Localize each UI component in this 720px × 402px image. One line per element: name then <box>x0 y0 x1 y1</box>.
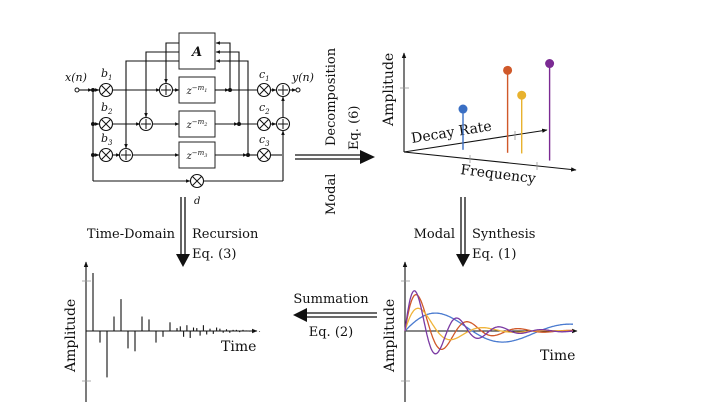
svg-text:z−m3: z−m3 <box>186 149 208 162</box>
arrow-modal-synthesis: Modal Synthesis Eq. (1) <box>414 197 535 267</box>
delay-line-3: z−m3 <box>178 141 216 169</box>
input-gain-b1 <box>98 82 114 98</box>
output-node <box>295 87 301 93</box>
modal-synthesis-plot: Amplitude Time <box>382 261 578 402</box>
synthesis-xlabel: Time <box>540 348 575 364</box>
frequency-axis <box>403 151 577 172</box>
adder-1 <box>158 82 174 98</box>
modal-parameters-plot: Amplitude Decay Rate Frequency <box>381 52 577 187</box>
decay-rate-axis-label: Decay Rate <box>410 118 493 147</box>
impulse-response-plot: Amplitude Time <box>63 261 261 402</box>
frequency-axis-label: Frequency <box>460 162 537 187</box>
input-gain-b3 <box>98 147 114 163</box>
recursion-label-right: Recursion <box>192 227 259 242</box>
synthesis-label-left: Modal <box>414 227 455 242</box>
direct-gain-d <box>189 173 205 189</box>
mode-curve-2 <box>404 293 574 351</box>
adder-2 <box>138 116 154 132</box>
mode-marker-3 <box>517 90 527 100</box>
output-gain-c2 <box>256 116 272 132</box>
mode-marker-1 <box>458 104 468 114</box>
summation-eq: Eq. (2) <box>309 325 354 340</box>
output-label: y(n) <box>291 71 314 84</box>
mode-curve-4 <box>404 290 574 355</box>
d-label: d <box>194 196 200 207</box>
synthesis-eq: Eq. (1) <box>472 247 517 262</box>
input-label: x(n) <box>65 71 87 84</box>
output-gain-c3 <box>256 147 272 163</box>
feedback-matrix-box <box>178 32 216 70</box>
delay-line-2: z−m2 <box>178 110 216 138</box>
b3-label: b3 <box>101 132 113 147</box>
input-node <box>74 87 80 93</box>
adder-3 <box>118 147 134 163</box>
synthesis-ylabel: Amplitude <box>382 299 398 373</box>
svg-text:z−m2: z−m2 <box>186 118 208 131</box>
amplitude-axis-label: Amplitude <box>381 53 397 127</box>
recursion-label-left: Time-Domain <box>87 227 176 242</box>
mode-curve-1 <box>404 312 573 343</box>
decomposition-eq: Eq. (6) <box>347 106 362 151</box>
decay-rate-axis <box>403 128 548 153</box>
b1-label: b1 <box>101 67 113 82</box>
c2-label: c2 <box>259 101 270 116</box>
ir-ylabel: Amplitude <box>63 299 79 373</box>
decomposition-label-2: Decomposition <box>324 47 339 146</box>
decomposition-label-1: Modal <box>324 174 339 215</box>
output-adder-1 <box>275 82 291 98</box>
output-adder-2 <box>275 116 291 132</box>
mode-marker-4 <box>545 59 555 69</box>
arrow-time-domain-recursion: Time-Domain Recursion Eq. (3) <box>87 197 259 267</box>
synthesis-label-right: Synthesis <box>472 227 535 242</box>
summation-label: Summation <box>293 292 369 307</box>
ir-xlabel: Time <box>221 339 256 355</box>
input-gain-b2 <box>98 116 114 132</box>
mode-marker-2 <box>503 65 513 75</box>
delay-line-1: z−m1 <box>178 76 216 104</box>
output-gain-c1 <box>256 82 272 98</box>
recursion-eq: Eq. (3) <box>192 247 237 262</box>
c1-label: c1 <box>259 68 270 83</box>
b2-label: b2 <box>101 101 113 116</box>
c3-label: c3 <box>259 133 270 148</box>
arrow-summation: Summation Eq. (2) <box>293 292 377 340</box>
feedback-matrix-label: A <box>190 45 202 60</box>
arrow-modal-decomposition: Modal Decomposition Eq. (6) <box>295 47 375 215</box>
svg-text:z−m1: z−m1 <box>186 84 208 97</box>
fdn-block-diagram: x(n) b1 b2 b3 <box>65 32 314 207</box>
